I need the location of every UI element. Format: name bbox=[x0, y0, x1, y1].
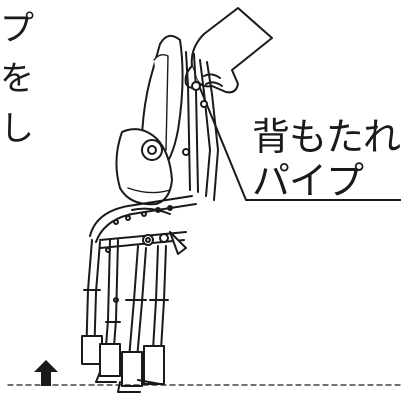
hand-illustration bbox=[184, 7, 273, 94]
seat-assembly bbox=[115, 128, 190, 215]
up-arrow-icon bbox=[34, 360, 58, 386]
backrest-cushion bbox=[140, 34, 184, 174]
rear-legs bbox=[117, 245, 169, 393]
side-frame bbox=[89, 195, 197, 255]
instruction-text-fragment: プ bbox=[0, 9, 34, 49]
front-legs bbox=[81, 239, 121, 383]
callout-label-pipe: パイプ bbox=[252, 159, 364, 203]
instruction-text-fragment: し bbox=[0, 109, 34, 149]
backrest-pipes bbox=[185, 51, 219, 201]
callout-label-backrest: 背もたれ bbox=[252, 115, 401, 159]
instruction-text-fragment: を bbox=[0, 59, 34, 99]
